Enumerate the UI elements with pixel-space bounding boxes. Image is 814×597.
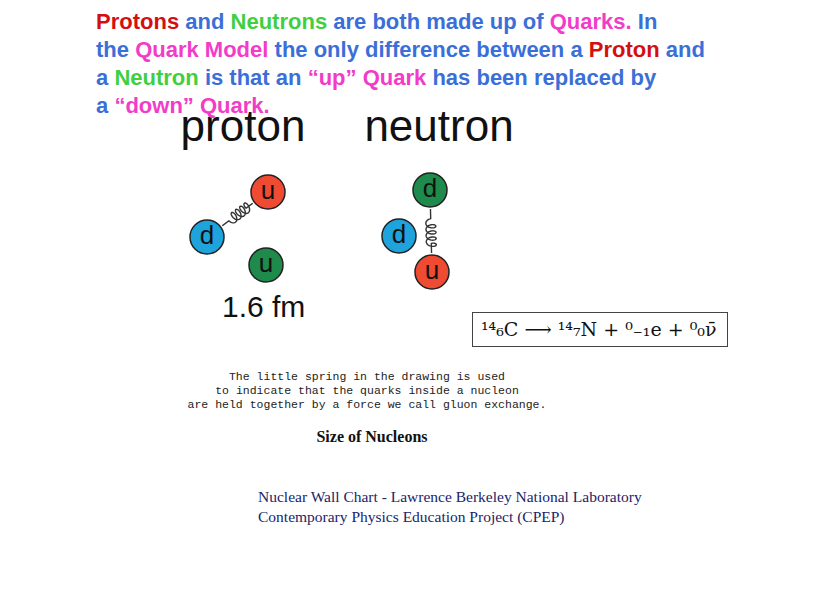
heading-fragment: Quark [363,65,427,90]
nucleon-circle: neutronddu [350,104,528,300]
heading-fragment: Quark Model [135,37,268,62]
quark-letter: d [189,219,225,251]
quark-body [415,255,449,289]
quark-letter: u [414,254,450,286]
particle-heading: neutron [350,104,528,148]
caption-line: to indicate that the quarks inside a nuc… [152,384,582,397]
heading-fragment: the only difference between a [275,37,583,62]
decay-equation: ¹⁴₆C ⟶ ¹⁴₇N + ⁰₋₁e + ⁰₀ν̄ [481,318,716,340]
caption-line: are held together by a force we call glu… [152,398,582,411]
credit-line: Contemporary Physics Education Project (… [258,508,565,526]
quark-body [382,219,416,253]
heading-fragment: and [185,9,224,34]
quark-letter: u [248,247,284,279]
scale-bar [168,325,470,327]
heading-fragment: Proton [589,37,660,62]
gluon-spring [222,203,252,226]
quark-letter: d [412,172,448,204]
quark-body [249,248,283,282]
quark-body [251,175,285,209]
heading-fragment: are both made up of [333,9,543,34]
caption-line: The little spring in the drawing is used [152,370,582,383]
quark-circle: u [250,174,286,210]
heading-fragment: Protons [96,9,179,34]
quark-body [413,173,447,207]
quark-circle: d [189,219,225,255]
slide-frame [3,3,809,597]
heading-fragment: “down” Quark. [114,93,269,118]
nucleon-body [371,162,507,298]
heading-fragment: Neutron [114,65,198,90]
quark-circle: d [381,218,417,254]
scale-label: 1.6 fm [222,290,305,325]
nucleon-body [175,162,311,298]
quark-circle: u [248,247,284,283]
heading-fragment: Quarks. [550,9,632,34]
credit-line: Nuclear Wall Chart - Lawrence Berkeley N… [258,488,642,506]
heading-fragment: is that an [205,65,302,90]
equation-box: ¹⁴₆C ⟶ ¹⁴₇N + ⁰₋₁e + ⁰₀ν̄ [472,312,728,347]
slide-heading: Protonsand Neutronsare both made up of Qua… [96,8,736,120]
quark-circle: d [412,172,448,208]
nucleon-circle: protonudu [164,104,322,300]
quark-circle: u [414,254,450,290]
quark-letter: d [381,218,417,250]
quark-body [190,220,224,254]
heading-fragment: “up” [308,65,357,90]
heading-fragment: Neutrons [231,9,328,34]
quark-letter: u [250,174,286,206]
figure-title: Size of Nucleons [150,428,594,446]
gluon-spring [426,209,437,253]
